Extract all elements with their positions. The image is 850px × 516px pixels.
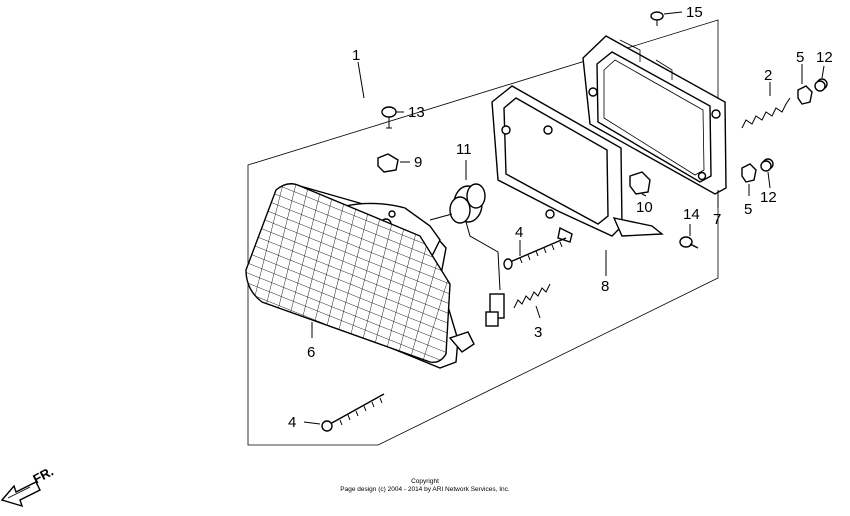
assembly-boundary-box bbox=[247, 19, 719, 446]
callout-15: 15 bbox=[686, 4, 703, 21]
part-12-cap-upper bbox=[814, 78, 828, 92]
callout-4-upper: 4 bbox=[515, 224, 523, 241]
callout-14: 14 bbox=[683, 206, 700, 223]
callout-3: 3 bbox=[534, 324, 542, 341]
callout-12-lower: 12 bbox=[760, 189, 777, 206]
part-13-screw bbox=[381, 106, 397, 129]
part-14-screw bbox=[679, 236, 699, 249]
callout-13: 13 bbox=[408, 104, 425, 121]
copyright-notice: Copyright Page design (c) 2004 - 2014 by… bbox=[0, 478, 850, 494]
copyright-line-1: Copyright bbox=[411, 478, 439, 485]
callout-10: 10 bbox=[636, 199, 653, 216]
part-9-clip-nut bbox=[377, 153, 399, 173]
callout-5-upper: 5 bbox=[796, 49, 804, 66]
part-7-headlight-case bbox=[582, 35, 727, 195]
part-4-adjusting-screw-lower bbox=[321, 393, 385, 432]
callout-1: 1 bbox=[352, 47, 360, 64]
part-4-adjusting-screw-upper bbox=[503, 237, 567, 270]
callout-7: 7 bbox=[713, 211, 721, 228]
part-8-mounting-rim bbox=[491, 85, 664, 243]
front-direction-arrow-icon bbox=[0, 481, 41, 508]
part-5-nut-upper bbox=[797, 85, 813, 105]
part-5-nut-lower bbox=[741, 163, 757, 183]
callout-12-upper: 12 bbox=[816, 49, 833, 66]
part-12-cap-lower bbox=[760, 158, 774, 172]
callout-5-lower: 5 bbox=[744, 201, 752, 218]
callout-11: 11 bbox=[456, 141, 472, 158]
leader-lines bbox=[303, 11, 825, 425]
part-10-nut bbox=[629, 171, 651, 195]
callout-9: 9 bbox=[414, 154, 422, 171]
copyright-line-2: Page design (c) 2004 - 2014 by ARI Netwo… bbox=[340, 486, 510, 493]
callout-8: 8 bbox=[601, 278, 609, 295]
callout-6: 6 bbox=[307, 344, 315, 361]
part-2-spring bbox=[741, 97, 791, 129]
callout-2: 2 bbox=[764, 67, 772, 84]
part-6-headlight-unit bbox=[245, 183, 475, 369]
part-15-screw bbox=[650, 11, 664, 26]
part-11-bulb-socket bbox=[429, 183, 505, 327]
callout-4-lower: 4 bbox=[288, 414, 296, 431]
part-3-spring bbox=[513, 283, 551, 309]
